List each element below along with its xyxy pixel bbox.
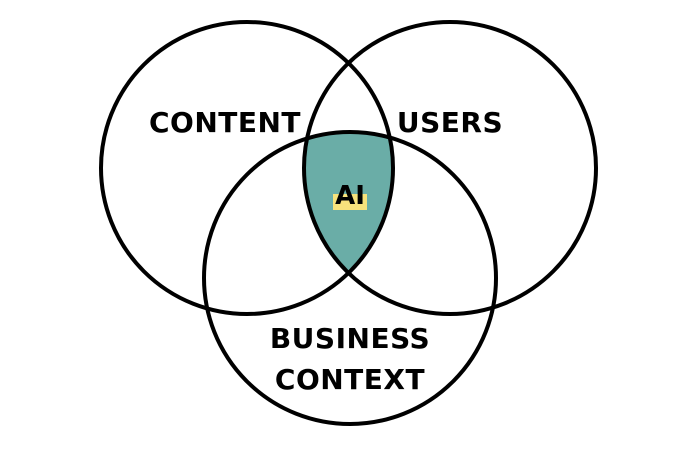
content-circle [99, 20, 395, 316]
users-label: USERS [397, 106, 503, 139]
content-label: CONTENT [149, 106, 301, 139]
business-context-circle [202, 130, 498, 426]
users-circle [302, 20, 598, 316]
business-label-line2: CONTEXT [275, 363, 425, 396]
ai-highlight [333, 194, 367, 210]
intersection-label: AI [335, 181, 365, 211]
business-label-line1: BUSINESS [270, 322, 430, 355]
